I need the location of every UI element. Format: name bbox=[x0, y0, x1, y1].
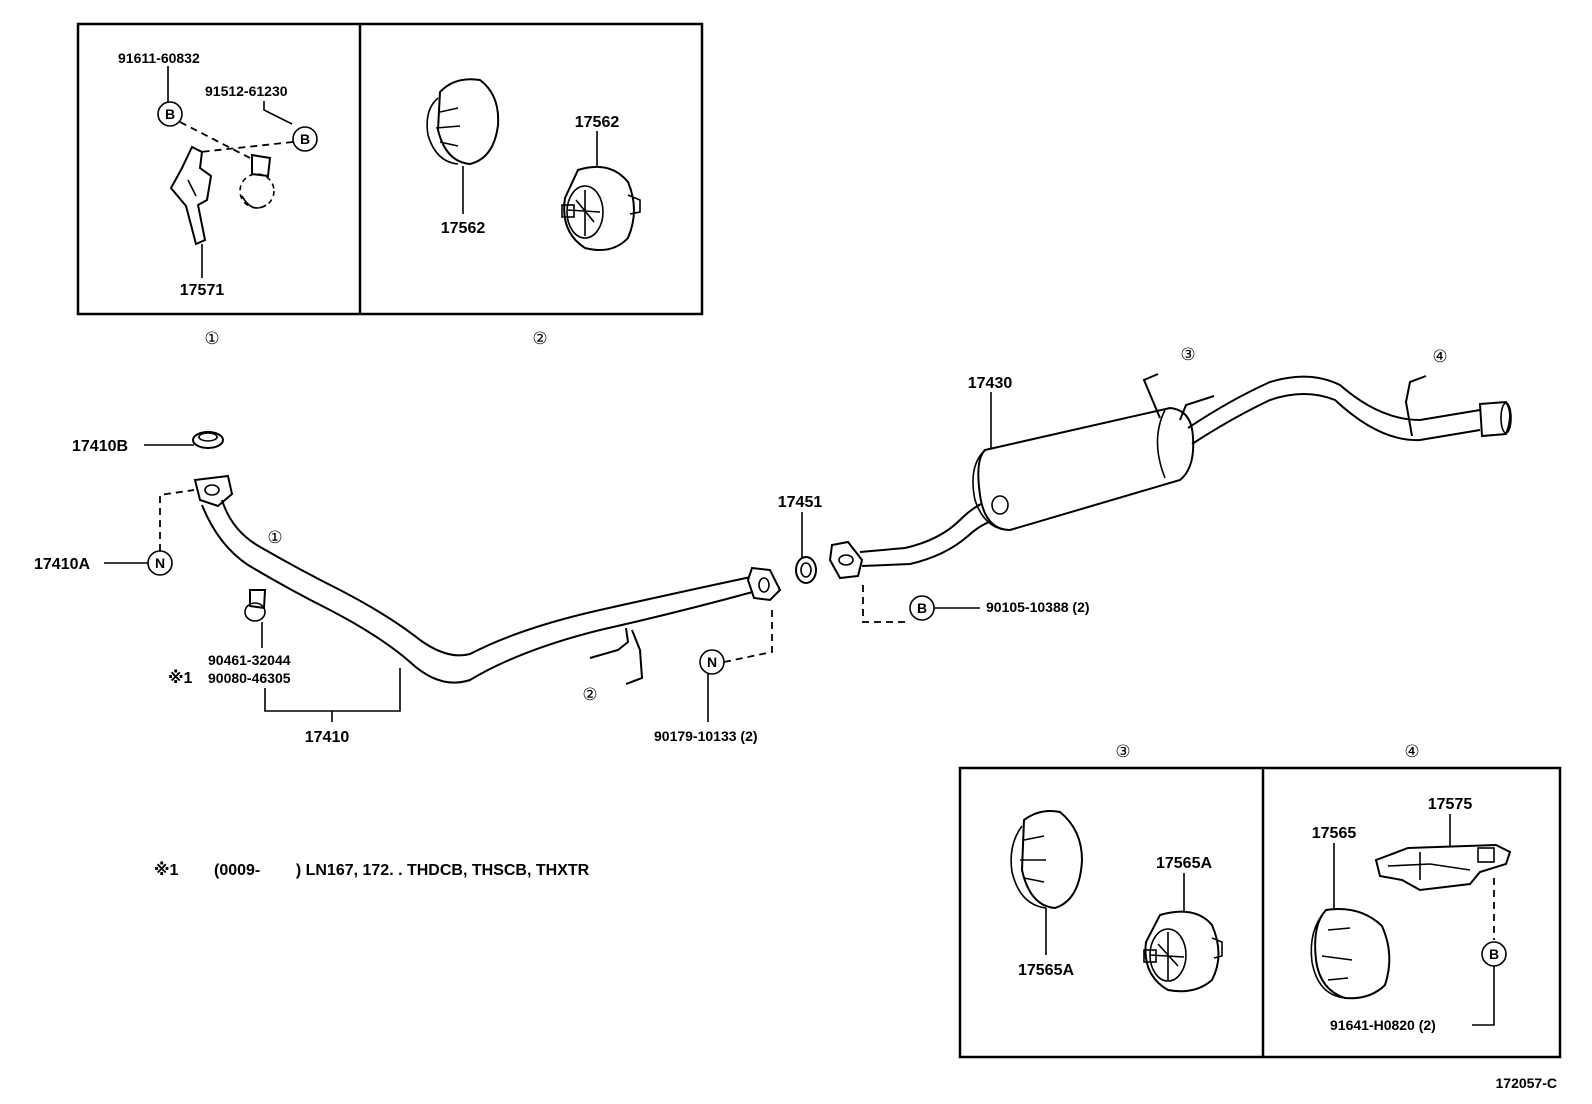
muffler-drawing bbox=[977, 406, 1195, 532]
diagram-code: 172057-C bbox=[1496, 1075, 1558, 1091]
part-label-17410B: 17410B bbox=[72, 438, 128, 455]
footnote-text: (0009- ) LN167, 172. . THDCB, THSCB, THX… bbox=[214, 862, 590, 879]
b-callout-label: B bbox=[300, 131, 310, 147]
detail-box-3-4 bbox=[958, 766, 1562, 1059]
rubber-mount-drawing bbox=[1314, 908, 1391, 1000]
rubber-mount-drawing bbox=[436, 78, 500, 166]
part-label-90080-46305: 90080-46305 bbox=[208, 670, 291, 686]
part-label-90461-32044: 90461-32044 bbox=[208, 652, 291, 668]
footnote: ※1 (0009- ) LN167, 172. . THDCB, THSCB, … bbox=[154, 861, 590, 879]
part-label-90179-10133: 90179-10133 (2) bbox=[654, 728, 758, 744]
main-assembly: 17410B 17410A N ① 90461-32044 ※1 90080-4… bbox=[34, 345, 1512, 746]
detail-callout-3: ③ bbox=[1115, 742, 1130, 761]
part-label-17575: 17575 bbox=[1428, 796, 1473, 813]
part-label-17562-right: 17562 bbox=[575, 114, 620, 131]
b-callout-label: B bbox=[165, 106, 175, 122]
part-label-17451: 17451 bbox=[778, 494, 823, 511]
footnote-mark: ※1 bbox=[154, 861, 179, 879]
part-label-17410: 17410 bbox=[305, 729, 350, 746]
b-callout-circle bbox=[157, 101, 183, 127]
b-callout-label: B bbox=[917, 600, 927, 616]
callout-3-main: ③ bbox=[1180, 345, 1195, 364]
note-marker-1: ※1 bbox=[168, 669, 193, 687]
part-label-17571: 17571 bbox=[180, 282, 225, 299]
part-label-17430: 17430 bbox=[968, 375, 1013, 392]
part-label-17410A: 17410A bbox=[34, 556, 90, 573]
detail-box-1: 91611-60832 B 91512-61230 B 17571 ① bbox=[118, 50, 318, 348]
b-callout-label: B bbox=[1489, 946, 1499, 962]
n-callout-label: N bbox=[155, 555, 165, 571]
callout-2-main: ② bbox=[582, 685, 597, 704]
callout-4-main: ④ bbox=[1432, 347, 1447, 366]
detail-box-4: 17575 B 91641-H0820 (2) 17565 bbox=[1310, 796, 1512, 1033]
detail-callout-1: ① bbox=[204, 329, 219, 348]
bracket-17575-drawing bbox=[1374, 843, 1512, 892]
part-label-17565A-left: 17565A bbox=[1018, 962, 1074, 979]
b-callout-circle bbox=[292, 126, 318, 152]
detail-box-2: 17562 17562 ② bbox=[426, 78, 641, 348]
rubber-mount-drawing bbox=[1144, 910, 1220, 993]
n-callout-label: N bbox=[707, 654, 717, 670]
part-label-17565A-right: 17565A bbox=[1156, 855, 1212, 872]
part-label-91641-H0820: 91641-H0820 (2) bbox=[1330, 1017, 1436, 1033]
detail-callout-4: ④ bbox=[1404, 742, 1419, 761]
rubber-mount-drawing bbox=[1020, 810, 1084, 910]
part-label-17565: 17565 bbox=[1312, 825, 1357, 842]
part-label-17562-left: 17562 bbox=[441, 220, 486, 237]
detail-box-3: 17565A 17565A bbox=[1010, 810, 1223, 993]
part-label-90105-10388: 90105-10388 (2) bbox=[986, 599, 1090, 615]
part-label-91611-60832: 91611-60832 bbox=[118, 50, 200, 66]
rubber-mount-drawing bbox=[563, 166, 635, 251]
bracket-17571-drawing bbox=[169, 145, 213, 246]
part-label-91512-61230: 91512-61230 bbox=[205, 83, 288, 99]
detail-callout-2: ② bbox=[532, 329, 547, 348]
detail-box-1-2 bbox=[76, 22, 704, 316]
front-flange-drawing bbox=[193, 474, 234, 508]
callout-1-main: ① bbox=[267, 528, 282, 547]
